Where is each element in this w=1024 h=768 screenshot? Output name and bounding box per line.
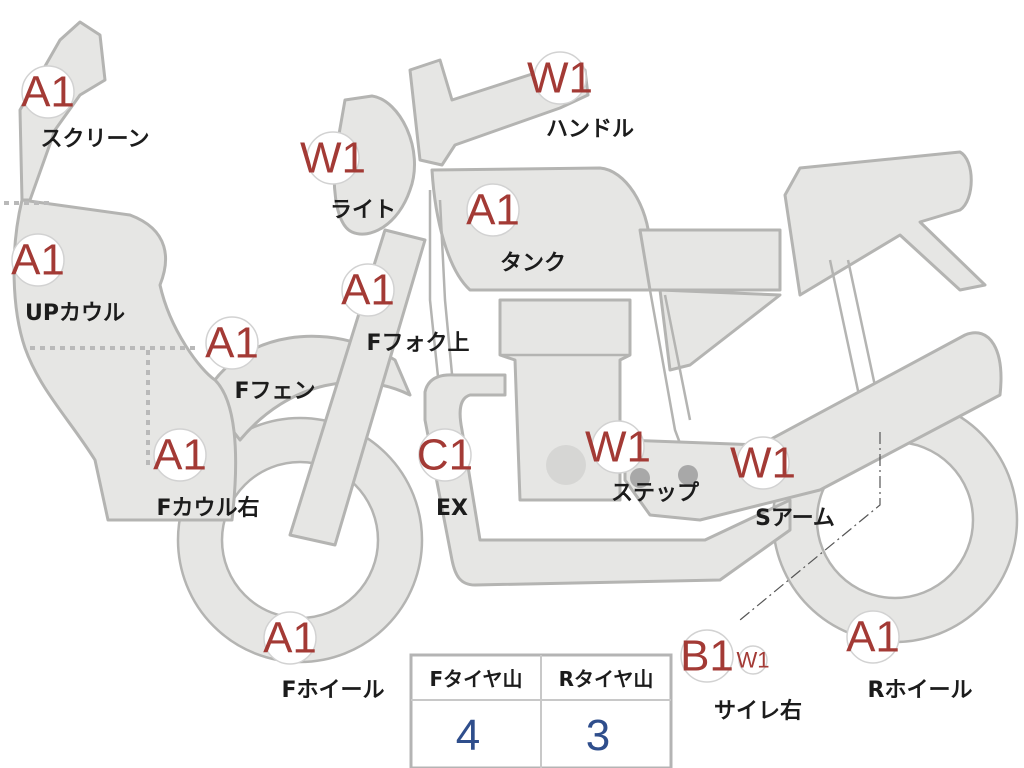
grade-badge: A1 (466, 186, 520, 235)
part-ffork: A1 Fフォク上 (341, 263, 470, 356)
part-label: ライト (330, 198, 396, 223)
part-label: ステップ (611, 481, 700, 506)
grade-badge: A1 (21, 68, 75, 117)
part-label: タンク (500, 251, 566, 276)
part-tank: A1 タンク (466, 183, 566, 276)
part-label: Rホイール (868, 678, 973, 703)
rear-cowl-shape (658, 288, 782, 372)
rear-tire-value: 3 (586, 711, 610, 760)
grade-badge: A1 (205, 319, 259, 368)
part-label: Fホイール (281, 678, 384, 703)
part-ffender: A1 Fフェン (205, 316, 316, 404)
part-step: W1 ステップ (585, 420, 700, 506)
grade-badge: A1 (846, 613, 900, 662)
part-fwheel: A1 Fホイール (263, 611, 385, 703)
part-screen: A1 スクリーン (21, 65, 150, 152)
part-upcowl: A1 UPカウル (11, 233, 125, 326)
grade-badge-secondary: W1 (737, 648, 770, 673)
grade-badge: W1 (730, 439, 796, 488)
swing-arm-shape (623, 331, 1003, 522)
part-fcowl-right: A1 Fカウル右 (153, 428, 260, 521)
grade-badge: A1 (11, 236, 65, 285)
part-light: W1 ライト (300, 131, 396, 223)
part-label: Fカウル右 (156, 496, 259, 521)
front-tire-value: 4 (456, 711, 480, 760)
grade-badge: C1 (417, 431, 473, 480)
part-silencer-right: B1 W1 サイレ右 (680, 629, 802, 724)
grade-badge: A1 (263, 614, 317, 663)
part-label: Fフェン (234, 379, 315, 404)
part-sarm: W1 Sアーム (730, 436, 835, 531)
motorcycle-silhouette (4, 20, 1019, 664)
grade-badge: A1 (341, 266, 395, 315)
part-label: UPカウル (25, 301, 125, 326)
front-tire-header: Fタイヤ山 (429, 667, 522, 691)
part-label: EX (436, 496, 468, 521)
grade-badge: A1 (153, 431, 207, 480)
front-fork-shape (288, 228, 427, 547)
part-label: ハンドル (546, 117, 634, 142)
part-handle: W1 ハンドル (527, 51, 634, 142)
exhaust-shape (423, 373, 792, 587)
part-ex: C1 EX (417, 428, 473, 521)
seat-shape (783, 150, 987, 297)
part-label: Sアーム (755, 506, 835, 531)
part-label: Fフォク上 (366, 331, 469, 356)
side-cover-shape (638, 228, 782, 292)
grade-badge: W1 (527, 54, 593, 103)
part-label: サイレ右 (714, 699, 802, 724)
part-rwheel: A1 Rホイール (846, 610, 973, 703)
tire-tread-table: Fタイヤ山 Rタイヤ山 4 3 (409, 653, 673, 768)
grade-badge: B1 (680, 632, 734, 681)
part-label: スクリーン (41, 127, 150, 152)
rear-tire-header: Rタイヤ山 (559, 667, 654, 691)
grade-badge: W1 (300, 134, 366, 183)
grade-badge: W1 (585, 423, 651, 472)
headlight-shape (332, 94, 416, 236)
